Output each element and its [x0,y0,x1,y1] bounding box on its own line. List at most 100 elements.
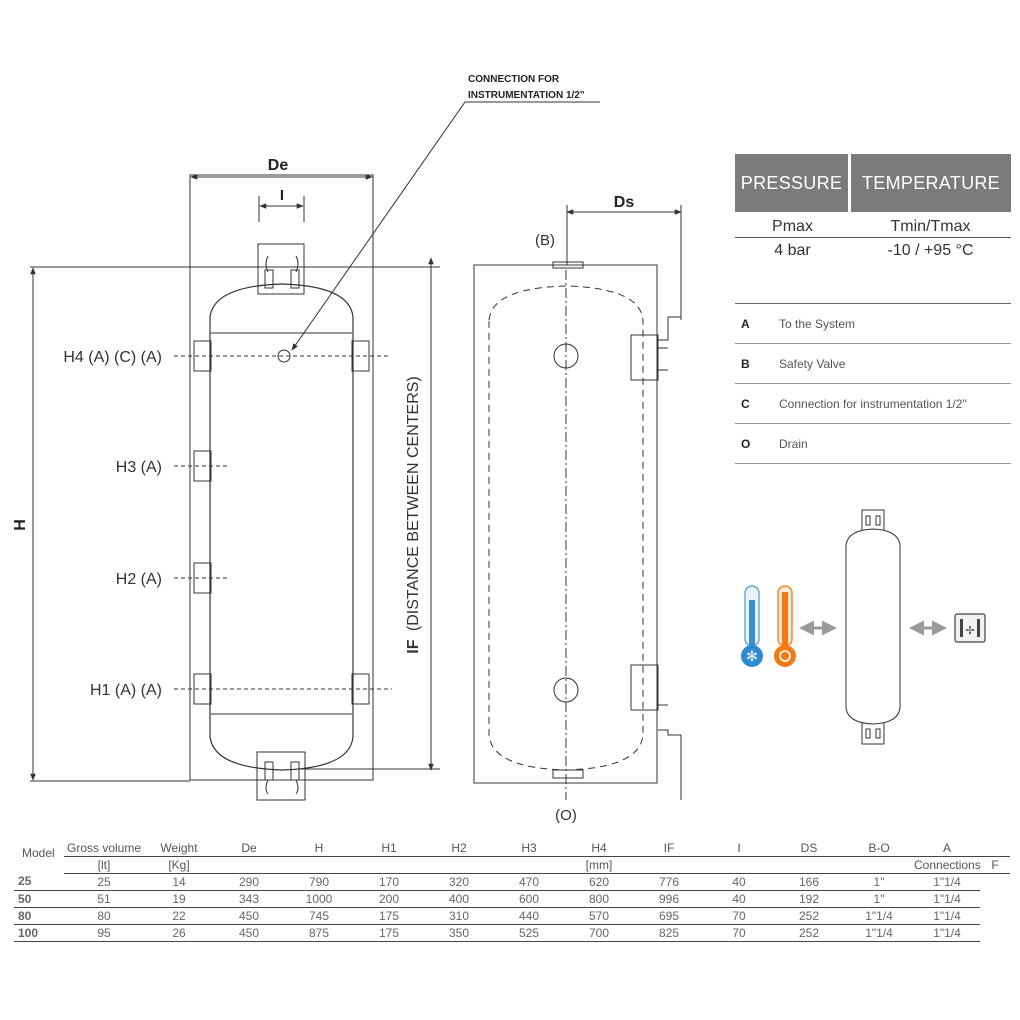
callout-label-line2: instrumentation 1/2" [468,90,585,101]
unit-mm: [mm] [564,856,634,874]
temperature-header: TEMPERATURE [851,154,1011,212]
table-cell: 1"1/4 [914,907,980,925]
connection-legend: A To the System B Safety Valve C Connect… [735,303,1011,464]
model-cell: 25 [14,873,64,891]
legend-item: B Safety Valve [735,344,1011,384]
table-cell: 790 [284,873,354,891]
column-header: Gross volume [66,841,142,855]
side-view [473,205,682,800]
table-cell: 95 [64,924,144,942]
legend-item: O Drain [735,424,1011,464]
unit-spacer [214,856,564,874]
unit-weight: [Kg] [144,856,214,874]
table-cell: 22 [144,907,214,925]
table-cell: 80 [64,907,144,925]
table-cell: 19 [144,890,214,908]
safety-valve-label: (B) [535,232,555,249]
table-cell: 25 [64,873,144,891]
column-header: H4 [591,841,607,855]
drain-label: (O) [555,807,577,824]
cold-thermometer-icon: ✻ [741,585,763,667]
unit-f: F [980,856,1010,874]
ds-dimension-label: Ds [614,194,635,211]
table-cell: 400 [424,890,494,908]
column-header: H [314,841,324,855]
column-header: DS [800,841,818,855]
table-cell: 310 [424,907,494,925]
svg-text:✢: ✢ [965,625,974,637]
table-cell: 200 [354,890,424,908]
table-cell: 825 [634,924,704,942]
table-cell: 776 [634,873,704,891]
unit-connections: Connections [914,856,981,874]
table-cell: 170 [354,873,424,891]
table-cell: 440 [494,907,564,925]
model-cell: 100 [14,924,64,942]
table-cell: 450 [214,924,284,942]
table-cell: 470 [494,873,564,891]
legend-desc: To the System [779,316,856,331]
legend-desc: Safety Valve [779,356,846,371]
table-cell: 1"1/4 [914,890,980,908]
table-cell: 525 [494,924,564,942]
connection-label-h2: H2 (A) [116,571,162,588]
column-header: H2 [451,841,467,855]
pt-subheader: Pmax Tmin/Tmax [735,212,1011,238]
front-view [30,174,440,801]
connection-label-h4: H4 (A) (C) (A) [63,349,162,366]
model-cell: 50 [14,890,64,908]
legend-desc: Connection for instrumentation 1/2" [779,396,967,411]
legend-code: B [741,356,750,371]
table-cell: 350 [424,924,494,942]
unit-volume: [lt] [64,856,144,874]
column-header: De [241,841,257,855]
table-cell: 252 [774,924,844,942]
table-cell: 1" [844,890,914,908]
dimensions-table: Model Gross volume Weight De H H1 H2 H3 … [14,834,1010,942]
table-row: 50 51 19 343 1000 200 400 600 800 996 40… [14,890,1010,908]
table-cell: 40 [704,873,774,891]
legend-code: C [741,396,750,411]
pt-header: PRESSURE TEMPERATURE [735,154,1011,212]
table-cell: 70 [704,924,774,942]
legend-item: C Connection for instrumentation 1/2" [735,384,1011,424]
de-dimension-label: De [268,157,289,174]
table-cell: 320 [424,873,494,891]
tmin-tmax-label: Tmin/Tmax [890,218,971,235]
table-cell: 600 [494,890,564,908]
table-header-row: Model Gross volume Weight De H H1 H2 H3 … [14,834,1010,860]
pt-values: 4 bar -10 / +95 °C [735,238,1011,264]
pressure-temperature-table: PRESSURE TEMPERATURE Pmax Tmin/Tmax 4 ba… [735,154,1011,264]
h-dimension-label: H [12,519,29,531]
table-cell: 290 [214,873,284,891]
if-dimension-label: IF (DISTANCE BETWEEN CENTERS) [405,376,422,654]
table-cell: 875 [284,924,354,942]
callout-leader [291,101,600,351]
table-cell: 40 [704,890,774,908]
table-cell: 166 [774,873,844,891]
if-label-rest: (DISTANCE BETWEEN CENTERS) [405,376,422,631]
connection-label-h1: H1 (A) (A) [90,682,162,699]
table-unit-row: [lt] [Kg] [mm] Connections F [14,856,1010,874]
column-header: I [737,841,741,855]
callout-label-line1: Connection for [468,74,560,85]
legend-code: A [741,316,750,331]
hot-thermometer-icon [774,585,796,667]
table-row: 80 80 22 450 745 175 310 440 570 695 70 … [14,907,1010,925]
column-header: Model [22,846,55,861]
table-cell: 1"1/4 [844,924,914,942]
table-cell: 175 [354,924,424,942]
pressure-header: PRESSURE [735,154,851,212]
table-cell: 1"1/4 [844,907,914,925]
table-cell: 175 [354,907,424,925]
legend-item: A To the System [735,304,1011,344]
table-cell: 450 [214,907,284,925]
table-cell: 70 [704,907,774,925]
table-cell: 1" [844,873,914,891]
pressure-value: 4 bar [774,242,811,259]
table-cell: 192 [774,890,844,908]
legend-desc: Drain [779,436,808,451]
table-cell: 570 [564,907,634,925]
pmax-label: Pmax [772,218,813,235]
